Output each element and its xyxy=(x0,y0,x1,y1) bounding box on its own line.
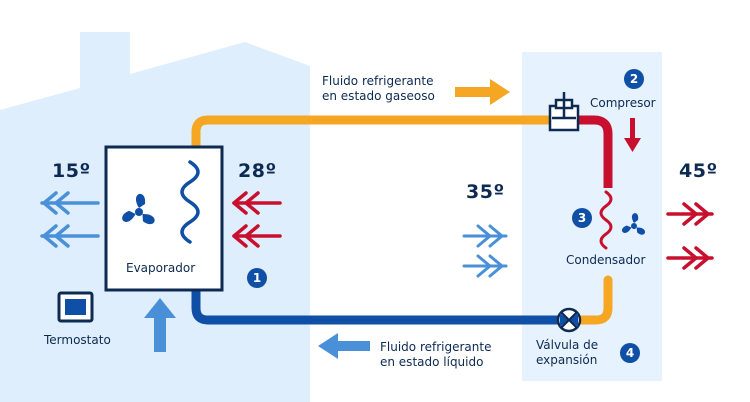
condenser-label: Condensador xyxy=(566,253,646,267)
gas-pipe xyxy=(191,115,565,153)
badge-condenser: 3 xyxy=(572,208,592,228)
liquid-direction-arrow xyxy=(318,333,370,359)
valve-label-line2: expansión xyxy=(536,353,598,367)
fan-icon xyxy=(122,193,155,225)
warm-pipe xyxy=(573,275,613,325)
temp-outdoor-out: 45º xyxy=(679,160,718,182)
evaporator-label: Evaporador xyxy=(126,261,196,275)
compressor-icon xyxy=(548,92,580,132)
badge-evaporator: 1 xyxy=(247,268,267,288)
compressor-label: Compresor xyxy=(590,96,656,110)
return-air-arrow xyxy=(144,298,176,352)
outdoor-unit-panel xyxy=(522,52,662,381)
liquid-pipe xyxy=(191,287,565,325)
temp-indoor-in: 28º xyxy=(238,160,277,182)
hot-pipe xyxy=(568,115,613,188)
compressor-down-arrow xyxy=(624,118,641,152)
coil-icon xyxy=(180,160,200,244)
gas-label-line2: en estado gaseoso xyxy=(322,89,435,103)
condenser-fan-icon xyxy=(622,213,645,235)
indoor-outflow-arrows xyxy=(40,191,100,248)
thermostat-icon xyxy=(57,291,94,323)
valve-icon xyxy=(556,307,582,333)
gas-direction-arrow xyxy=(455,79,510,105)
liquid-label-line2: en estado líquido xyxy=(380,355,484,369)
condenser-coil-icon xyxy=(599,190,613,250)
temp-indoor-out: 15º xyxy=(52,160,91,182)
valve-label-line1: Válvula de xyxy=(536,338,599,352)
indoor-inflow-arrows xyxy=(232,191,282,248)
temp-outdoor-in: 35º xyxy=(466,181,505,203)
thermostat-label: Termostato xyxy=(44,333,111,347)
liquid-label-line1: Fluido refrigerante xyxy=(380,340,492,354)
badge-valve: 4 xyxy=(620,343,640,363)
outdoor-outflow-arrows xyxy=(666,202,714,270)
badge-compressor: 2 xyxy=(624,69,644,89)
gas-label-line1: Fluido refrigerante xyxy=(322,74,434,88)
outdoor-inflow-arrows xyxy=(462,224,508,278)
